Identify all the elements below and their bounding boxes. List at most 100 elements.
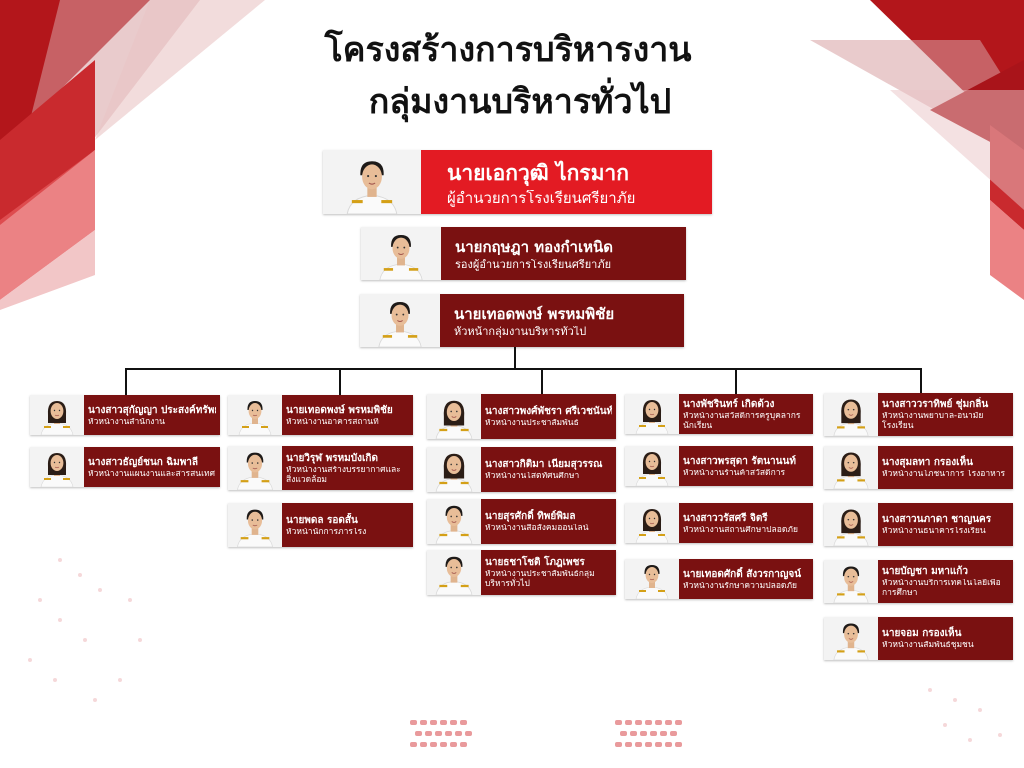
member-card: นางสาวนภาดา ชาญนครหัวหน้างานธนาคารโรงเรี… bbox=[824, 503, 1013, 546]
person-portrait-icon bbox=[237, 509, 273, 547]
member-position: หัวหน้างานร้านค้าสวัสดิการ bbox=[683, 468, 786, 478]
person-portrait-icon bbox=[40, 401, 74, 435]
member-card: นางสาวกิติมา เนียมสุวรรณหัวหน้างานโสตทัศ… bbox=[427, 447, 616, 492]
person-portrait-icon bbox=[346, 161, 398, 214]
member-card: นายบัญชา มหาแก้วหัวหน้างานบริการเทคโนโลย… bbox=[824, 560, 1013, 603]
member-position: หัวหน้างานสื่อสังคมออนไลน์ bbox=[485, 524, 589, 534]
member-card: นางสาวพรสุดา รัตนานนท์หัวหน้างานร้านค้าส… bbox=[625, 446, 813, 486]
member-position: หัวหน้างานธนาคารโรงเรียน bbox=[882, 527, 986, 537]
member-photo bbox=[228, 446, 282, 490]
member-photo bbox=[625, 559, 679, 599]
member-card: นางสาววราทิพย์ ชุ่มกลิ่นหัวหน้างานพยาบาล… bbox=[824, 393, 1013, 436]
person-portrait-icon bbox=[635, 565, 669, 599]
member-name: นางสาวพรสุดา รัตนานนท์ bbox=[683, 455, 796, 467]
member-name: นายเทอดศักดิ์ สังวรกาญจน์ bbox=[683, 568, 802, 580]
member-photo bbox=[824, 503, 878, 546]
deputy-card: นายกฤษฎา ทองกำเหนิด รองผู้อำนวยการโรงเรี… bbox=[361, 227, 686, 280]
member-photo bbox=[824, 617, 878, 660]
member-position: หัวหน้านักการภารโรง bbox=[286, 527, 367, 537]
member-card: นางสุมลทา กรองเห็นหัวหน้างานโภชนาการ โรง… bbox=[824, 446, 1013, 489]
member-card: นายสุรศักดิ์ ทิพย์พิมลหัวหน้างานสื่อสังค… bbox=[427, 499, 616, 544]
person-portrait-icon bbox=[833, 399, 869, 436]
member-position: หัวหน้างานสถานศึกษาปลอดภัย bbox=[683, 525, 798, 535]
person-portrait-icon bbox=[833, 452, 869, 489]
deputy-photo bbox=[361, 227, 441, 280]
member-photo bbox=[427, 394, 481, 439]
head-position: หัวหน้ากลุ่มงานบริหารทั่วไป bbox=[454, 326, 587, 339]
person-portrait-icon bbox=[635, 452, 669, 486]
person-portrait-icon bbox=[238, 401, 272, 435]
member-name: นางสาวนภาดา ชาญนคร bbox=[882, 514, 992, 526]
member-name: นายจอม กรองเห็น bbox=[882, 628, 962, 640]
head-name: นายเทอดพงษ์ พรหมพิชัย bbox=[454, 305, 615, 324]
person-portrait-icon bbox=[379, 234, 423, 280]
page-title: โครงสร้างการบริหารงาน bbox=[324, 30, 692, 70]
member-position: หัวหน้างานโภชนาการ โรงอาหาร bbox=[882, 470, 1006, 480]
member-card: นายพดล รอดสั้นหัวหน้านักการภารโรง bbox=[228, 503, 413, 547]
deputy-position: รองผู้อำนวยการโรงเรียนศรียาภัย bbox=[455, 259, 612, 272]
person-portrait-icon bbox=[378, 301, 422, 347]
member-name: นางสาววราทิพย์ ชุ่มกลิ่น bbox=[882, 399, 989, 411]
member-photo bbox=[625, 446, 679, 486]
member-name: นางสาวกิติมา เนียมสุวรรณ bbox=[485, 459, 603, 471]
member-card: นายธชาโชติ โภฎเพชรหัวหน้างานประชาสัมพันธ… bbox=[427, 550, 616, 595]
member-card: นางพัชรินทร์ เกิดด้วงหัวหน้างานสวัสดิการ… bbox=[625, 394, 813, 434]
person-portrait-icon bbox=[635, 509, 669, 543]
member-photo bbox=[30, 395, 84, 435]
member-card: นายจอม กรองเห็นหัวหน้างานสัมพันธ์ชุมชน bbox=[824, 617, 1013, 660]
person-portrait-icon bbox=[833, 623, 869, 660]
member-position: หัวหน้างานพยาบาล-อนามัยโรงเรียน bbox=[882, 412, 984, 431]
member-name: นายพดล รอดสั้น bbox=[286, 514, 358, 526]
member-photo bbox=[427, 499, 481, 544]
member-name: นางสาวธัญย์ชนก ฉิมพาลี bbox=[88, 456, 199, 468]
person-portrait-icon bbox=[435, 400, 473, 439]
member-position: หัวหน้างานสวัสดิการครูบุคลากร นักเรียน bbox=[683, 411, 801, 431]
person-portrait-icon bbox=[435, 453, 473, 492]
person-portrait-icon bbox=[833, 509, 869, 546]
director-photo bbox=[323, 150, 421, 214]
director-position: ผู้อำนวยการโรงเรียนศรียาภัย bbox=[447, 189, 636, 207]
member-photo bbox=[427, 447, 481, 492]
head-card: นายเทอดพงษ์ พรหมพิชัย หัวหน้ากลุ่มงานบริ… bbox=[360, 294, 684, 347]
member-name: นางพัชรินทร์ เกิดด้วง bbox=[683, 398, 775, 410]
member-position: หัวหน้างานรักษาความปลอดภัย bbox=[683, 581, 798, 591]
member-photo bbox=[824, 393, 878, 436]
member-photo bbox=[824, 446, 878, 489]
member-photo bbox=[625, 503, 679, 543]
person-portrait-icon bbox=[435, 556, 473, 595]
person-portrait-icon bbox=[635, 400, 669, 434]
member-photo bbox=[625, 394, 679, 434]
person-portrait-icon bbox=[237, 452, 273, 490]
member-photo bbox=[228, 395, 282, 435]
member-position: หัวหน้างานสร้างบรรยากาศและสิ่งแวดล้อม bbox=[286, 465, 401, 485]
member-name: นางสาวสุกัญญา ประสงค์ทรัพย์ bbox=[88, 404, 216, 416]
member-position: หัวหน้างานประชาสัมพันธ์ bbox=[485, 419, 579, 429]
member-name: นายเทอดพงษ์ พรหมพิชัย bbox=[286, 404, 393, 416]
member-name: นางสาวพงศ์พัชรา ศรีเวชนันท์ bbox=[485, 406, 612, 418]
member-photo bbox=[228, 503, 282, 547]
person-portrait-icon bbox=[40, 453, 74, 487]
member-name: นายสุรศักดิ์ ทิพย์พิมล bbox=[485, 511, 576, 523]
member-card: นางสาวธัญย์ชนก ฉิมพาลีหัวหน้างานแผนงานแล… bbox=[30, 447, 220, 487]
member-card: นางสาวพงศ์พัชรา ศรีเวชนันท์หัวหน้างานประ… bbox=[427, 394, 616, 439]
person-portrait-icon bbox=[435, 505, 473, 544]
deputy-name: นายกฤษฎา ทองกำเหนิด bbox=[455, 238, 613, 257]
member-name: นางสาววรัสศรี จิตรี bbox=[683, 512, 768, 524]
member-position: หัวหน้างานสำนักงาน bbox=[88, 417, 165, 427]
member-position: หัวหน้างานสัมพันธ์ชุมชน bbox=[882, 641, 974, 651]
member-card: นายวิรุฬ พรหมบังเกิดหัวหน้างานสร้างบรรยา… bbox=[228, 446, 413, 490]
member-photo bbox=[824, 560, 878, 603]
member-position: หัวหน้างานแผนงานและสารสนเทศ bbox=[88, 469, 215, 479]
member-position: หัวหน้างานประชาสัมพันธ์กลุ่มบริหารทั่วไป bbox=[485, 570, 595, 589]
head-photo bbox=[360, 294, 440, 347]
member-card: นายเทอดพงษ์ พรหมพิชัยหัวหน้างานอาคารสถาน… bbox=[228, 395, 413, 435]
member-card: นางสาววรัสศรี จิตรีหัวหน้างานสถานศึกษาปล… bbox=[625, 503, 813, 543]
member-card: นางสาวสุกัญญา ประสงค์ทรัพย์หัวหน้างานสำน… bbox=[30, 395, 220, 435]
page-subtitle: กลุ่มงานบริหารทั่วไป bbox=[368, 82, 672, 122]
director-card: นายเอกวุฒิ ไกรมาก ผู้อำนวยการโรงเรียนศรี… bbox=[323, 150, 712, 214]
member-photo bbox=[30, 447, 84, 487]
member-card: นายเทอดศักดิ์ สังวรกาญจน์หัวหน้างานรักษา… bbox=[625, 559, 813, 599]
member-name: นายธชาโชติ โภฎเพชร bbox=[485, 557, 585, 569]
member-name: นายบัญชา มหาแก้ว bbox=[882, 566, 968, 578]
